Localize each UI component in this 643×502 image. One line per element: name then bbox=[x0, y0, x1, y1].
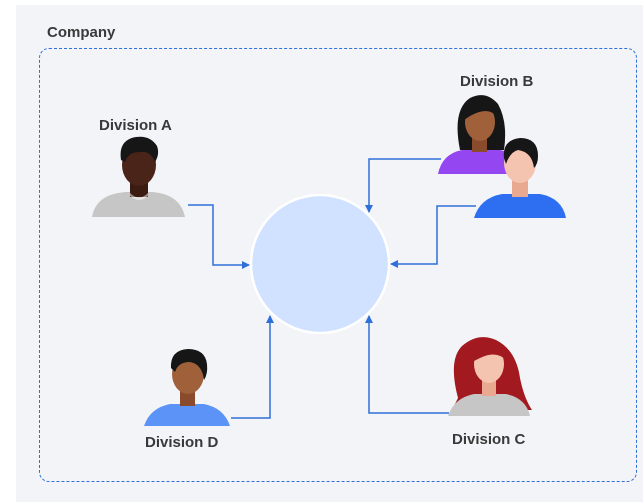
company-label: Company bbox=[47, 24, 116, 41]
division-c-label: Division C bbox=[452, 431, 526, 448]
connector-b2-to-hub bbox=[390, 205, 476, 268]
person-icon-division-c bbox=[448, 337, 532, 416]
company-boundary bbox=[39, 48, 637, 482]
division-d-label: Division D bbox=[145, 434, 219, 451]
division-a-label: Division A bbox=[99, 117, 172, 134]
connector-b1-to-hub bbox=[365, 158, 441, 213]
connector-a-to-hub bbox=[188, 204, 250, 269]
person-icon-division-d bbox=[144, 349, 230, 426]
division-b-label: Division B bbox=[460, 73, 534, 90]
person-icon-division-b-2 bbox=[474, 138, 566, 218]
connector-d-to-hub bbox=[231, 315, 274, 419]
central-hub bbox=[249, 193, 391, 335]
person-icon-division-b-1 bbox=[438, 95, 517, 174]
person-icon-division-a bbox=[92, 136, 185, 217]
connector-c-to-hub bbox=[365, 315, 449, 414]
